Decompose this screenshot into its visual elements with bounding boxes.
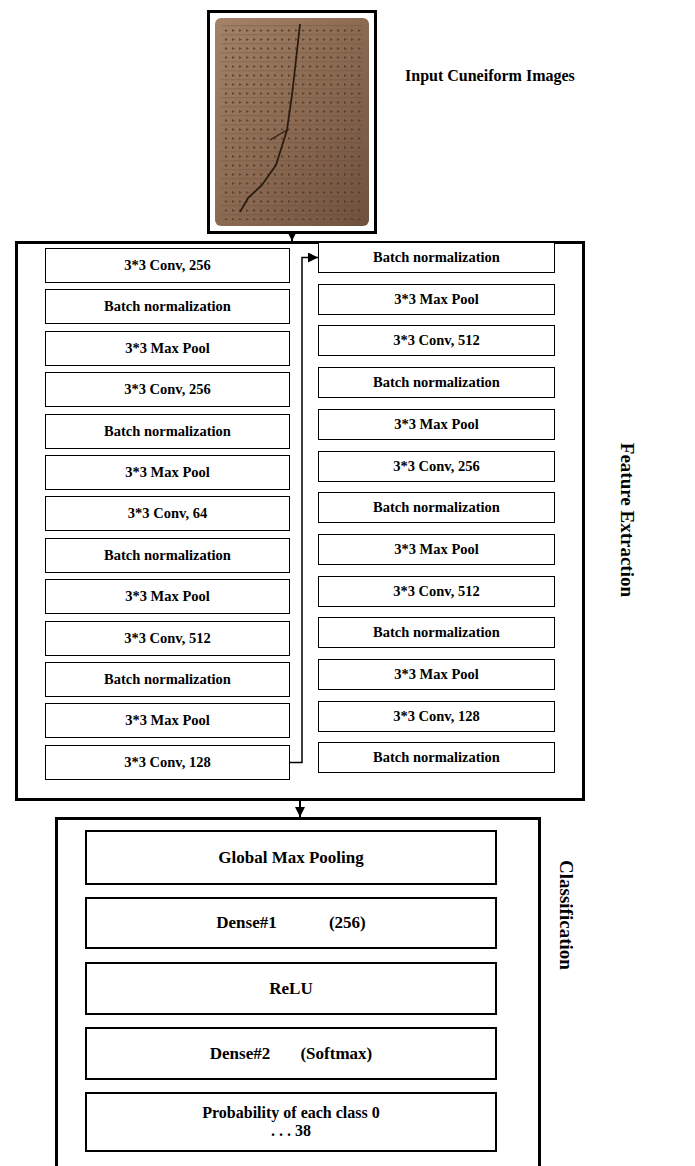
layer-box: 3*3 Conv, 256 [45, 248, 290, 283]
tablet-body [215, 18, 369, 226]
layer-label: Batch normalization [373, 249, 500, 266]
layer-label: 3*3 Conv, 256 [124, 257, 211, 274]
layer-label: 3*3 Conv, 512 [393, 332, 480, 349]
layer-box: 3*3 Max Pool [45, 579, 290, 614]
layer-box: 3*3 Max Pool [318, 284, 555, 315]
layer-label: 3*3 Max Pool [394, 666, 479, 683]
layer-label: Batch normalization [104, 547, 231, 564]
layer-label: 3*3 Max Pool [125, 464, 210, 481]
classifier-box: Dense#1 (256) [85, 897, 497, 949]
layer-box: 3*3 Conv, 128 [45, 745, 290, 780]
layer-label: 3*3 Conv, 128 [124, 754, 211, 771]
layer-label: 3*3 Conv, 256 [393, 458, 480, 475]
layer-label: 3*3 Max Pool [394, 291, 479, 308]
layer-box: 3*3 Conv, 256 [45, 372, 290, 407]
layer-box: 3*3 Max Pool [45, 703, 290, 738]
flow-arrow [290, 258, 318, 763]
classifier-box: ReLU [85, 962, 497, 1015]
panel-label: Feature Extraction [616, 443, 638, 597]
layer-box: 3*3 Conv, 512 [318, 576, 555, 607]
layer-label: Dense#1 (256) [216, 913, 366, 933]
panel-label: Classification [555, 860, 577, 970]
layer-label: Batch normalization [373, 374, 500, 391]
layer-label: Batch normalization [373, 499, 500, 516]
layer-box: 3*3 Max Pool [45, 455, 290, 490]
flow-arrow [299, 801, 301, 817]
flow-arrow [291, 234, 293, 241]
layer-box: Batch normalization [318, 742, 555, 773]
layer-label: 3*3 Max Pool [394, 541, 479, 558]
classifier-box: Dense#2 (Softmax) [85, 1027, 497, 1080]
classifier-box: Global Max Pooling [85, 830, 497, 885]
tablet-writing [221, 24, 363, 220]
layer-box: 3*3 Max Pool [318, 659, 555, 690]
layer-box: 3*3 Conv, 512 [318, 325, 555, 356]
layer-box: 3*3 Max Pool [318, 409, 555, 440]
layer-label: 3*3 Conv, 256 [124, 381, 211, 398]
layer-box: Batch normalization [318, 492, 555, 523]
layer-label: Batch normalization [373, 624, 500, 641]
layer-label: ReLU [269, 979, 312, 999]
layer-label: 3*3 Max Pool [125, 340, 210, 357]
layer-label: Dense#2 (Softmax) [210, 1044, 372, 1064]
layer-label: Global Max Pooling [218, 848, 363, 868]
panel-label: Input Cuneiform Images [405, 67, 575, 85]
image-frame: Input Cuneiform Images [207, 10, 377, 234]
classification-panel: ClassificationGlobal Max PoolingDense#1 … [55, 817, 541, 1166]
layer-box: 3*3 Max Pool [45, 331, 290, 366]
layer-box: Batch normalization [318, 367, 555, 398]
layer-box: Batch normalization [45, 538, 290, 573]
tablet-crack [240, 24, 300, 212]
layer-box: 3*3 Conv, 64 [45, 496, 290, 531]
layer-label: Batch normalization [104, 298, 231, 315]
layer-label: Batch normalization [373, 749, 500, 766]
layer-label: 3*3 Max Pool [125, 712, 210, 729]
layer-box: 3*3 Conv, 128 [318, 701, 555, 732]
layer-label: Batch normalization [104, 423, 231, 440]
layer-box: 3*3 Conv, 256 [318, 451, 555, 482]
layer-box: Batch normalization [45, 662, 290, 697]
layer-label: 3*3 Conv, 512 [393, 583, 480, 600]
layer-box: Batch normalization [45, 289, 290, 324]
tablet-crack [270, 130, 287, 140]
layer-box: Batch normalization [318, 242, 555, 273]
layer-label: 3*3 Conv, 512 [124, 630, 211, 647]
layer-label: 3*3 Max Pool [394, 416, 479, 433]
layer-label: 3*3 Conv, 64 [128, 505, 207, 522]
layer-label: 3*3 Conv, 128 [393, 708, 480, 725]
layer-label: Batch normalization [104, 671, 231, 688]
feature-extraction-panel: Feature Extraction3*3 Conv, 256Batch nor… [15, 241, 585, 801]
classifier-box: Probability of each class 0 . . . 38 [85, 1092, 497, 1152]
layer-box: 3*3 Max Pool [318, 534, 555, 565]
layer-label: 3*3 Max Pool [125, 588, 210, 605]
layer-box: Batch normalization [45, 414, 290, 449]
layer-box: Batch normalization [318, 617, 555, 648]
layer-box: 3*3 Conv, 512 [45, 621, 290, 656]
layer-label: Probability of each class 0 . . . 38 [202, 1104, 380, 1141]
